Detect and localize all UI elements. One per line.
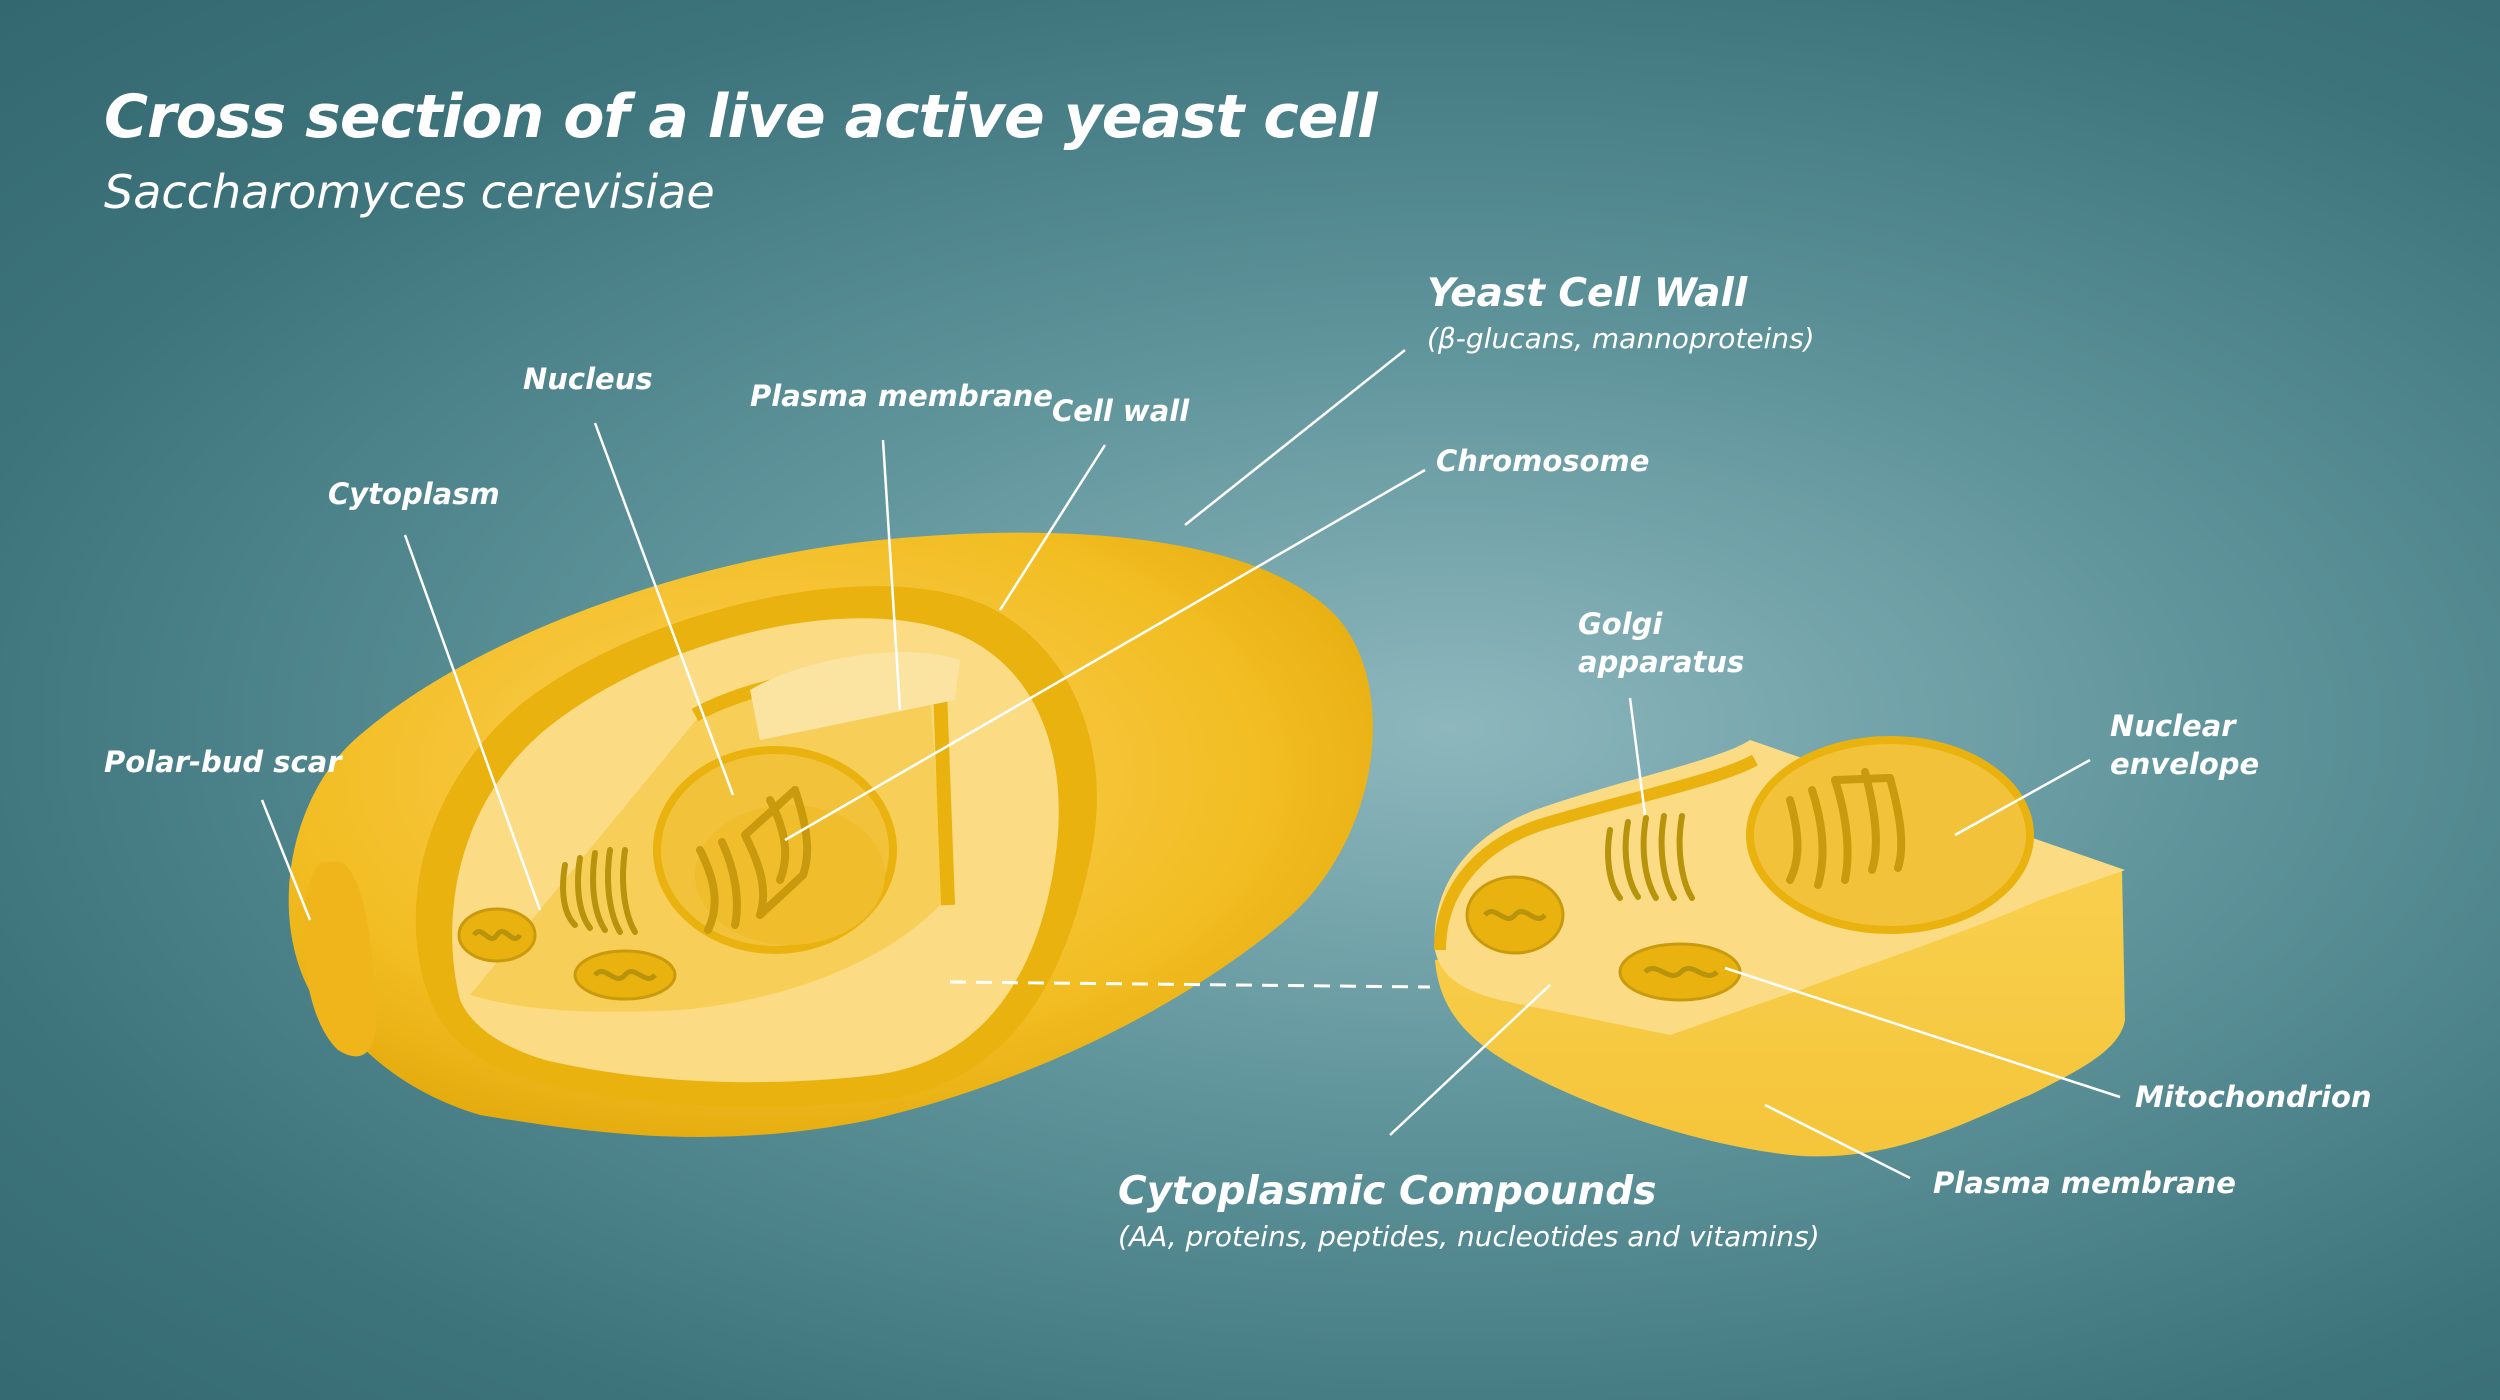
mitochondria-left: [457, 907, 677, 1001]
label-nucleus: Nucleus: [523, 362, 653, 396]
label-plasma-membrane-bottom: Plasma membrane: [1933, 1166, 2236, 1200]
plasma-membrane-line: [432, 598, 977, 1011]
label-chromosome: Chromosome: [1436, 444, 1650, 478]
label-cytoplasmic-compounds: Cytoplasmic Compounds: [1118, 1169, 1657, 1214]
polar-bud-scar-shape: [303, 862, 377, 1057]
label-cytoplasmic-compounds-sub: (AA, proteins, peptides, nucleotides and…: [1118, 1220, 1820, 1253]
label-golgi-line1: Golgi: [1578, 607, 1663, 641]
label-yeast-cell-wall: Yeast Cell Wall: [1427, 271, 1748, 316]
golgi-left: [560, 847, 638, 935]
label-plasma-membrane-top: Plasma membrane: [750, 379, 1053, 413]
golgi-right: [1605, 813, 1695, 901]
label-polar-bud-scar: Polar-bud scar: [104, 745, 342, 779]
leader-lines: [260, 349, 2121, 1180]
label-nuclear-line2: envelope: [2110, 747, 2260, 781]
mitochondria-right: [1465, 875, 1742, 1002]
cell-slice: [1434, 736, 2125, 1157]
label-cytoplasm: Cytoplasm: [328, 477, 500, 511]
chromosomes-left: [696, 786, 812, 934]
diagram-subtitle: Saccharomyces cerevisiae: [104, 165, 715, 219]
chromosomes-right: [1786, 768, 1906, 889]
label-yeast-cell-wall-sub: (β-glucans, mannoproteins): [1427, 322, 1815, 355]
label-mitochondrion: Mitochondrion: [2135, 1080, 2372, 1114]
whole-cell: [288, 532, 1373, 1137]
label-nuclear-line1: Nuclear: [2110, 709, 2236, 743]
label-cell-wall: Cell wall: [1052, 394, 1190, 428]
slice-nucleus: [1746, 736, 2034, 934]
label-golgi-line2: apparatus: [1578, 645, 1745, 679]
dashed-connector: [949, 980, 1431, 989]
diagram-title: Cross section of a live active yeast cel…: [104, 82, 1378, 152]
